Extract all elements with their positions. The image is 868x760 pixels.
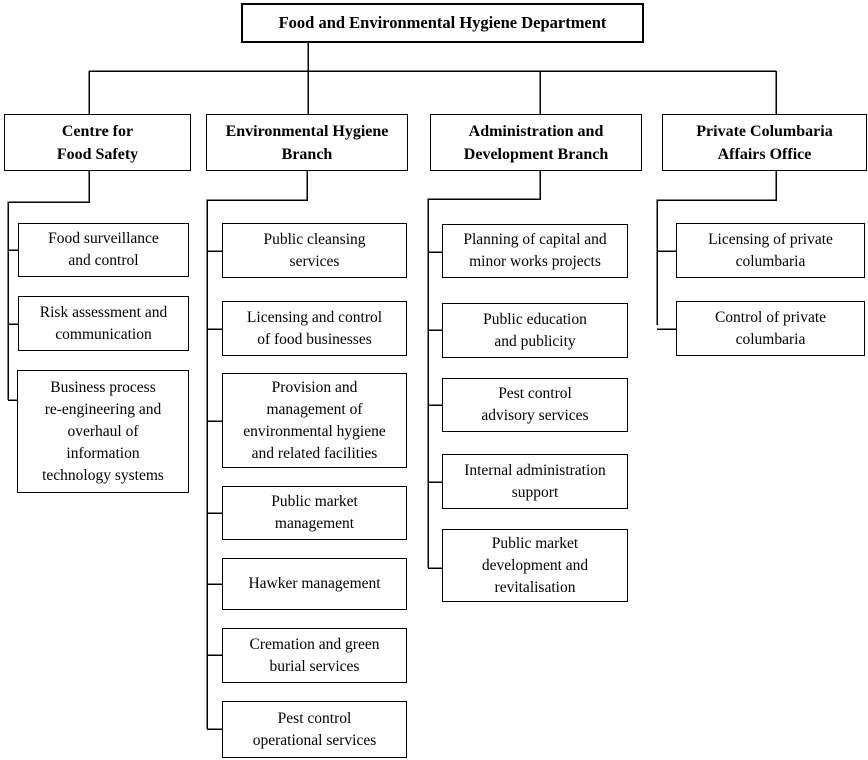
node-label: Public cleansing services (263, 230, 366, 270)
node-label: Internal administration support (464, 461, 606, 501)
node-box-public-cleansing-services: Public cleansing services (222, 223, 407, 278)
node-box-planning-capital-minor-works: Planning of capital and minor works proj… (442, 224, 628, 278)
node-label: Control of private columbaria (714, 308, 827, 348)
connector-trunk-adb (427, 171, 541, 568)
node-box-business-process-reengineering: Business process re-engineering and over… (17, 370, 189, 493)
node-box-cremation-green-burial-services: Cremation and green burial services (222, 628, 407, 683)
node-box-food-surveillance-and-control: Food surveillance and control (18, 223, 189, 277)
node-label: Risk assessment and communication (39, 303, 168, 343)
node-box-risk-assessment-and-communication: Risk assessment and communication (18, 296, 189, 351)
node-label: Pest control operational services (252, 709, 377, 749)
node-label: Administration and Development Branch (463, 122, 609, 163)
node-box-centre-for-food-safety: Centre for Food Safety (4, 114, 191, 171)
node-label: Food and Environmental Hygiene Departmen… (278, 13, 607, 33)
node-box-hawker-management: Hawker management (222, 558, 407, 610)
connector-stubs-pcao (657, 250, 676, 330)
node-label: Public market management (271, 493, 358, 532)
node-label: Centre for Food Safety (56, 122, 139, 163)
node-box-pest-control-advisory-services: Pest control advisory services (442, 378, 628, 432)
node-label: Cremation and green burial services (249, 635, 380, 675)
node-box-control-private-columbaria: Control of private columbaria (676, 301, 865, 356)
node-label: Licensing and control of food businesses (246, 308, 383, 348)
connector-stubs-cfs (8, 249, 18, 401)
node-label: Planning of capital and minor works proj… (463, 231, 607, 270)
connector-trunk-ehb (206, 171, 308, 729)
node-box-public-market-development-revitalisation: Public market development and revitalisa… (442, 529, 628, 602)
node-box-licensing-control-food-businesses: Licensing and control of food businesses (222, 301, 407, 356)
node-box-administration-development-branch: Administration and Development Branch (430, 114, 642, 171)
node-label: Business process re-engineering and over… (42, 378, 164, 484)
node-label: Public market development and revitalisa… (481, 534, 589, 596)
node-box-pest-control-operational-services: Pest control operational services (222, 701, 407, 758)
node-box-licensing-private-columbaria: Licensing of private columbaria (676, 223, 865, 278)
connector-stubs-adb (428, 251, 442, 569)
node-label: Provision and management of environmenta… (243, 378, 386, 462)
node-label: Licensing of private columbaria (708, 230, 833, 270)
node-box-environmental-hygiene-branch: Environmental Hygiene Branch (206, 114, 408, 171)
node-box-provision-management-environmental-hygiene: Provision and management of environmenta… (222, 373, 407, 468)
node-label: Hawker management (248, 575, 381, 592)
node-label: Environmental Hygiene Branch (225, 122, 389, 163)
node-label: Private Columbaria Affairs Office (696, 122, 833, 163)
connector-stubs-ehb (207, 250, 222, 730)
node-label: Food surveillance and control (48, 230, 159, 269)
connector-trunk-cfs (7, 171, 90, 400)
node-box-department-root: Food and Environmental Hygiene Departmen… (241, 3, 644, 43)
node-box-public-education-publicity: Public education and publicity (442, 303, 628, 358)
node-label: Public education and publicity (483, 310, 587, 350)
connector-trunk-pcao (656, 171, 777, 325)
node-label: Pest control advisory services (481, 385, 589, 424)
node-box-private-columbaria-affairs-office: Private Columbaria Affairs Office (662, 114, 867, 171)
node-box-public-market-management: Public market management (222, 486, 407, 540)
node-box-internal-administration-support: Internal administration support (442, 454, 628, 509)
